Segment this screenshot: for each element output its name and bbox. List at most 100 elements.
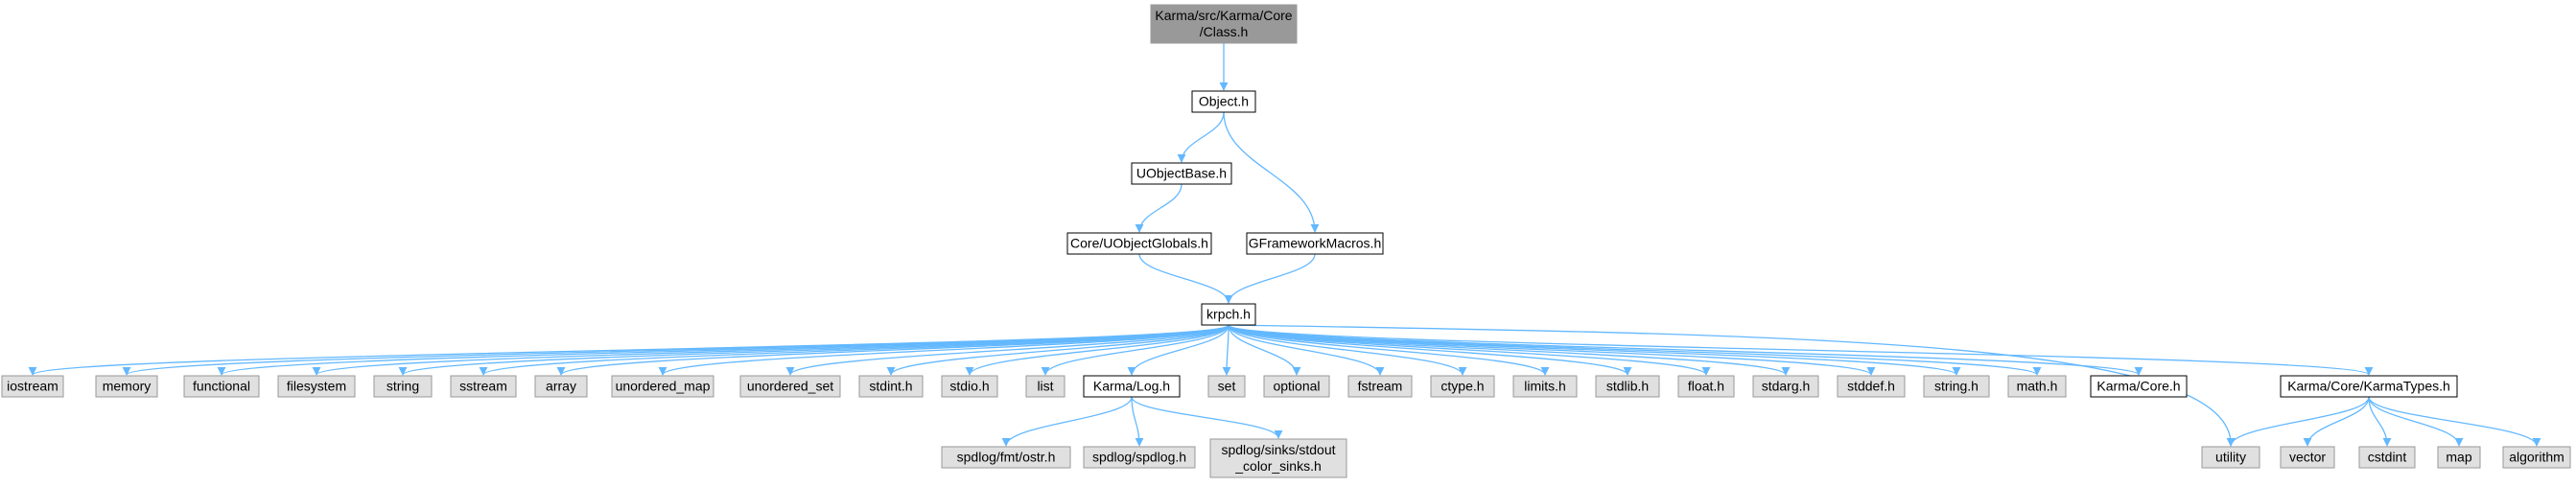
node-box bbox=[1025, 375, 1066, 398]
node-label: stdlib.h bbox=[1606, 379, 1649, 394]
node-box bbox=[1191, 90, 1256, 113]
edge-uobjectbase_h-to-uobjectglobals_h bbox=[1135, 183, 1183, 233]
edge-karmatypes_h-to-map bbox=[2368, 396, 2464, 447]
node-label: functional bbox=[193, 379, 250, 394]
edge-krpch_h-to-set bbox=[1222, 324, 1231, 376]
edge-krpch_h-to-fstream bbox=[1228, 324, 1385, 376]
node-label: fstream bbox=[1358, 379, 1403, 394]
node-uobjectbase-h[interactable]: UObjectBase.h bbox=[1131, 162, 1232, 185]
node-stddef-h: stddef.h bbox=[1837, 375, 1906, 398]
node-label: memory bbox=[103, 379, 152, 394]
edge-krpch_h-to-stdio_h bbox=[965, 324, 1229, 376]
node-stdarg-h: stdarg.h bbox=[1752, 375, 1819, 398]
node-box bbox=[941, 446, 1071, 469]
node-label: filesystem bbox=[287, 379, 346, 394]
node-box bbox=[2007, 375, 2067, 398]
edge-krpch_h-to-functional bbox=[217, 324, 1229, 376]
node-label: float.h bbox=[1688, 379, 1724, 394]
node-box bbox=[1347, 375, 1413, 398]
node-box bbox=[941, 375, 998, 398]
node-box bbox=[1246, 232, 1384, 255]
node-sstream: sstream bbox=[450, 375, 517, 398]
node-label: spdlog/fmt/ostr.h bbox=[957, 450, 1056, 465]
edge-object_h-to-gframeworkmacros_h bbox=[1223, 111, 1320, 233]
node-fstream: fstream bbox=[1347, 375, 1413, 398]
node-label: iostream bbox=[7, 379, 59, 394]
node-set: set bbox=[1207, 375, 1246, 398]
node-box bbox=[1263, 375, 1330, 398]
edge-krpch_h-to-karma_log_h bbox=[1127, 324, 1229, 376]
node-label: map bbox=[2446, 450, 2471, 465]
edge-krpch_h-to-optional bbox=[1228, 324, 1301, 376]
node-uobjectglobals-h[interactable]: Core/UObjectGlobals.h bbox=[1066, 232, 1212, 255]
node-label: unordered_set bbox=[747, 379, 833, 394]
node-label: Karma/Core/KarmaTypes.h bbox=[2287, 379, 2450, 394]
edge-krpch_h-to-unordered_map bbox=[658, 324, 1229, 376]
node-label: Core/UObjectGlobals.h bbox=[1070, 236, 1208, 251]
edge-krpch_h-to-iostream bbox=[28, 324, 1229, 376]
node-box bbox=[1, 375, 64, 398]
node-label: /Class.h bbox=[1200, 24, 1249, 39]
node-label: stdint.h bbox=[869, 379, 912, 394]
node-label: utility bbox=[2215, 450, 2246, 465]
node-karmatypes-h[interactable]: Karma/Core/KarmaTypes.h bbox=[2280, 375, 2458, 398]
node-label: Object.h bbox=[1199, 94, 1249, 109]
node-unordered-set: unordered_set bbox=[739, 375, 841, 398]
node-limits-h: limits.h bbox=[1512, 375, 1578, 398]
node-box bbox=[1837, 375, 1906, 398]
edge-krpch_h-to-stdlib_h bbox=[1228, 324, 1632, 376]
node-label: stddef.h bbox=[1847, 379, 1895, 394]
nodes-layer: Karma/src/Karma/Core/Class.hObject.hUObj… bbox=[1, 4, 2571, 478]
edge-karma_log_h-to-spdlog_fmt_ostr bbox=[1001, 396, 1133, 447]
node-box bbox=[1150, 4, 1298, 44]
node-karma-core-h[interactable]: Karma/Core.h bbox=[2090, 375, 2188, 398]
edge-karma_log_h-to-spdlog_sinks bbox=[1131, 396, 1283, 439]
node-label: set bbox=[1218, 379, 1236, 394]
node-box bbox=[1923, 375, 1990, 398]
node-cstdint: cstdint bbox=[2358, 446, 2416, 469]
node-object-h[interactable]: Object.h bbox=[1191, 90, 1256, 113]
node-box bbox=[2437, 446, 2481, 469]
node-string: string bbox=[373, 375, 433, 398]
node-box bbox=[1083, 446, 1196, 469]
edge-karmatypes_h-to-vector bbox=[2303, 396, 2370, 447]
node-label: stdio.h bbox=[949, 379, 989, 394]
node-label: GFrameworkMacros.h bbox=[1249, 236, 1381, 251]
node-box bbox=[1209, 438, 1347, 478]
node-label: math.h bbox=[2017, 379, 2058, 394]
node-label: algorithm bbox=[2509, 450, 2564, 465]
node-box bbox=[1512, 375, 1578, 398]
node-string-h: string.h bbox=[1923, 375, 1990, 398]
node-gframeworkmacros-h[interactable]: GFrameworkMacros.h bbox=[1246, 232, 1384, 255]
node-unordered-map: unordered_map bbox=[611, 375, 714, 398]
node-label: cstdint bbox=[2368, 450, 2407, 465]
node-spdlog-sinks: spdlog/sinks/stdout_color_sinks.h bbox=[1209, 438, 1347, 478]
node-class-h[interactable]: Karma/src/Karma/Core/Class.h bbox=[1150, 4, 1298, 44]
node-karma-log-h[interactable]: Karma/Log.h bbox=[1083, 375, 1181, 398]
node-label: spdlog/sinks/stdout bbox=[1221, 442, 1335, 457]
node-filesystem: filesystem bbox=[277, 375, 356, 398]
node-box bbox=[1677, 375, 1735, 398]
node-box bbox=[1201, 303, 1256, 326]
edge-object_h-to-uobjectbase_h bbox=[1177, 111, 1225, 163]
node-box bbox=[95, 375, 158, 398]
node-label: sstream bbox=[459, 379, 507, 394]
node-krpch-h[interactable]: krpch.h bbox=[1201, 303, 1256, 326]
node-ctype-h: ctype.h bbox=[1430, 375, 1495, 398]
node-box bbox=[450, 375, 517, 398]
node-array: array bbox=[534, 375, 588, 398]
node-algorithm: algorithm bbox=[2502, 446, 2571, 469]
node-box bbox=[2358, 446, 2416, 469]
edge-uobjectglobals_h-to-krpch_h bbox=[1138, 253, 1233, 304]
node-box bbox=[373, 375, 433, 398]
node-box bbox=[277, 375, 356, 398]
edge-krpch_h-to-limits_h bbox=[1228, 324, 1550, 376]
edge-karma_log_h-to-spdlog_spdlog bbox=[1131, 396, 1144, 447]
node-spdlog-spdlog: spdlog/spdlog.h bbox=[1083, 446, 1196, 469]
edge-gframeworkmacros_h-to-krpch_h bbox=[1224, 253, 1316, 304]
node-box bbox=[2502, 446, 2571, 469]
edge-karmatypes_h-to-utility bbox=[2226, 396, 2370, 447]
node-math-h: math.h bbox=[2007, 375, 2067, 398]
node-label: optional bbox=[1273, 379, 1320, 394]
node-box bbox=[739, 375, 841, 398]
